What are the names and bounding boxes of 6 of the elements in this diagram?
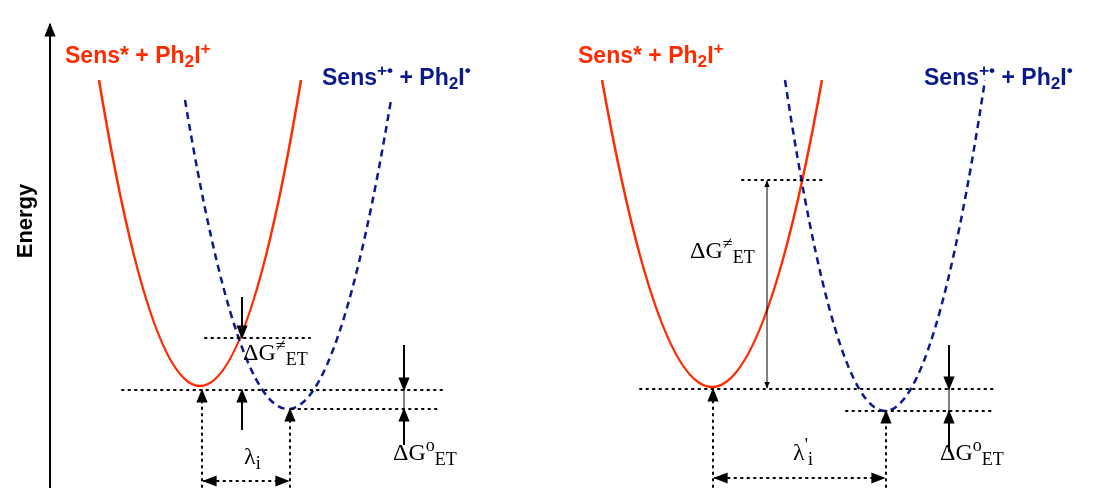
axis-label: Energy — [14, 183, 37, 259]
curve-label: Sens$^{+•}$ + Ph$_{2}$I$^{•}$ — [924, 66, 1073, 89]
curve-label: Sens$^{+•}$ + Ph$_{2}$I$^{•}$ — [322, 66, 471, 89]
energy-term-label: λ$_{i}$ — [244, 444, 261, 468]
curve-label: Sens* + Ph$_{2}$I$^{+}$ — [578, 44, 724, 67]
curve-label: Sens* + Ph$_{2}$I$^{+}$ — [65, 44, 211, 67]
